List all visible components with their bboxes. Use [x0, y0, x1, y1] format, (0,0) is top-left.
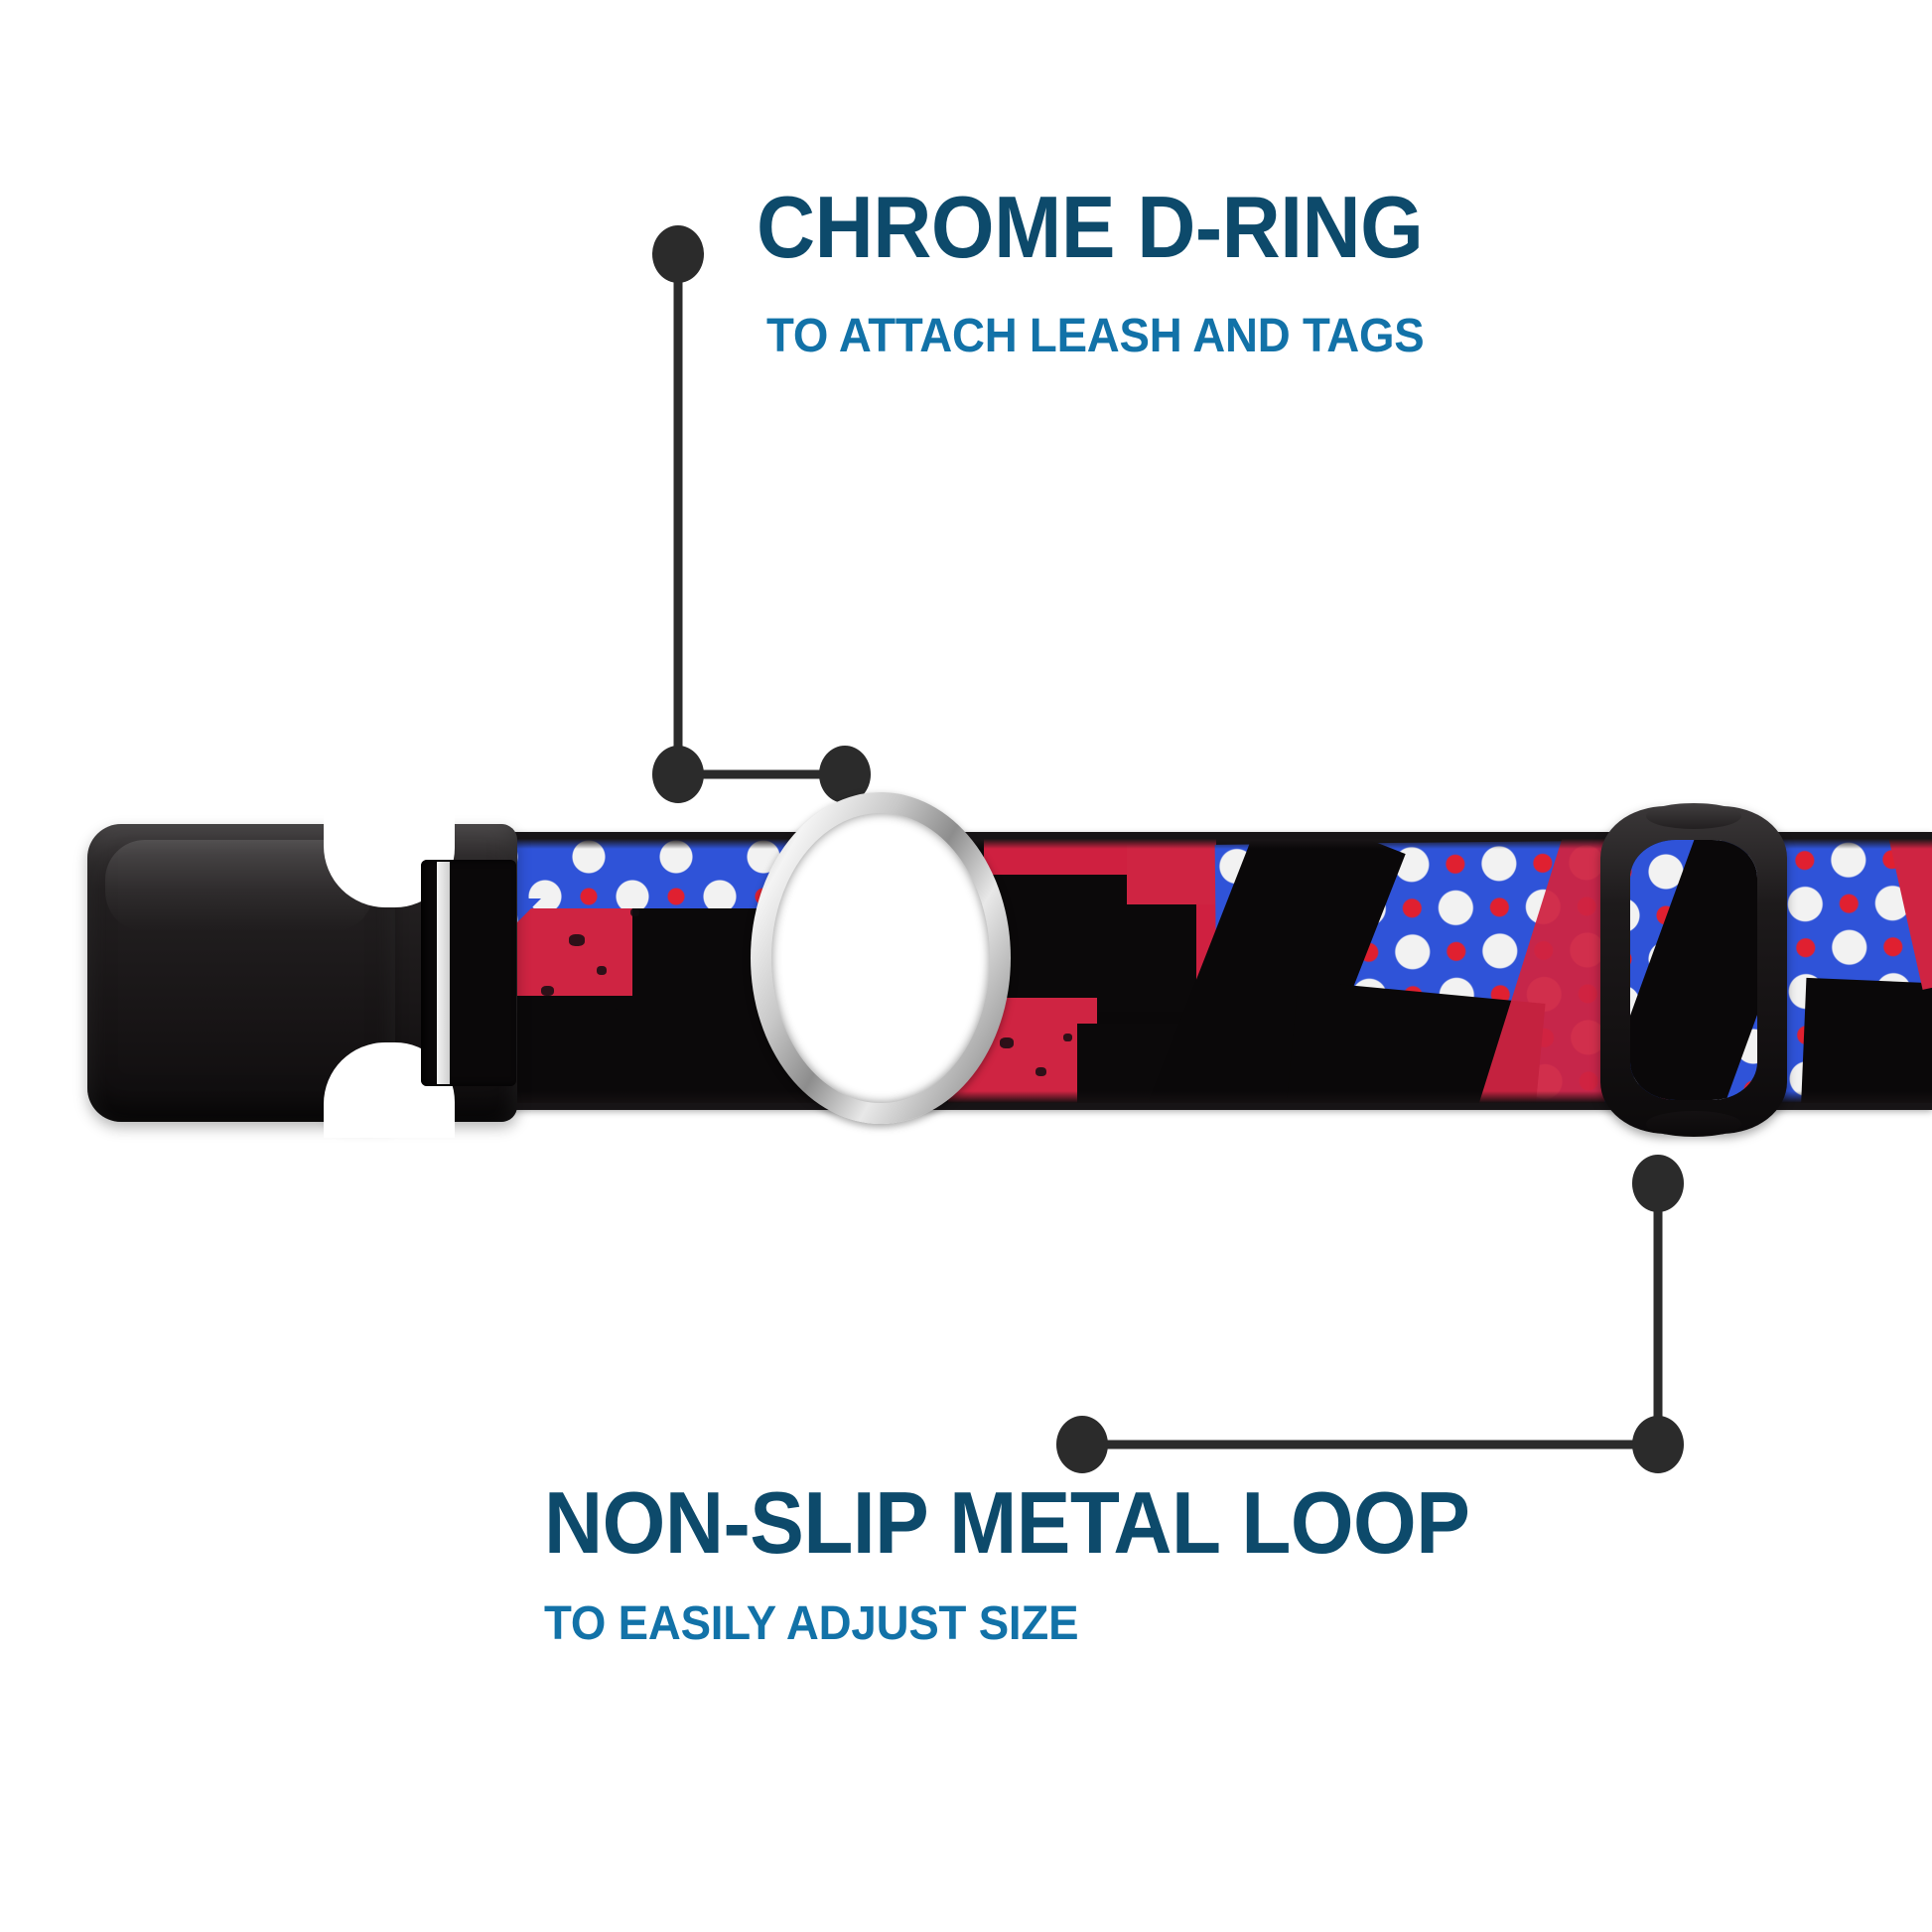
chrome-d-ring[interactable]	[751, 792, 1011, 1124]
callout-subtitle-chrome-d-ring: TO ATTACH LEASH AND TAGS	[766, 310, 1425, 362]
loop-lobe-bottom	[1646, 1111, 1741, 1137]
callout-title-chrome-d-ring: CHROME D-RING	[757, 178, 1424, 276]
side-release-buckle[interactable]	[87, 800, 517, 1143]
leader-dot-title-loop	[1056, 1416, 1108, 1473]
buckle-web-edge-highlight	[437, 862, 450, 1084]
metal-adjuster-loop[interactable]	[1600, 803, 1787, 1137]
d-ring-inner-shadow	[771, 813, 990, 1103]
callout-title-non-slip-metal-loop: NON-SLIP METAL LOOP	[544, 1473, 1470, 1572]
loop-lobe-top	[1646, 803, 1741, 829]
callout-subtitle-non-slip-metal-loop: TO EASILY ADJUST SIZE	[544, 1597, 1079, 1650]
leader-dot-elbow-loop	[1632, 1416, 1684, 1473]
leader-dot-title-dring	[652, 225, 704, 283]
d-ring-metal-band	[751, 792, 1011, 1124]
loop-opening	[1630, 840, 1757, 1100]
leader-metal-loop	[1056, 1155, 1684, 1473]
buckle-webbing-slot	[421, 860, 516, 1086]
leader-dot-target-loop	[1632, 1155, 1684, 1212]
pattern-zone-blue-dots	[1136, 839, 1932, 1103]
leader-dot-elbow-dring	[652, 746, 704, 803]
